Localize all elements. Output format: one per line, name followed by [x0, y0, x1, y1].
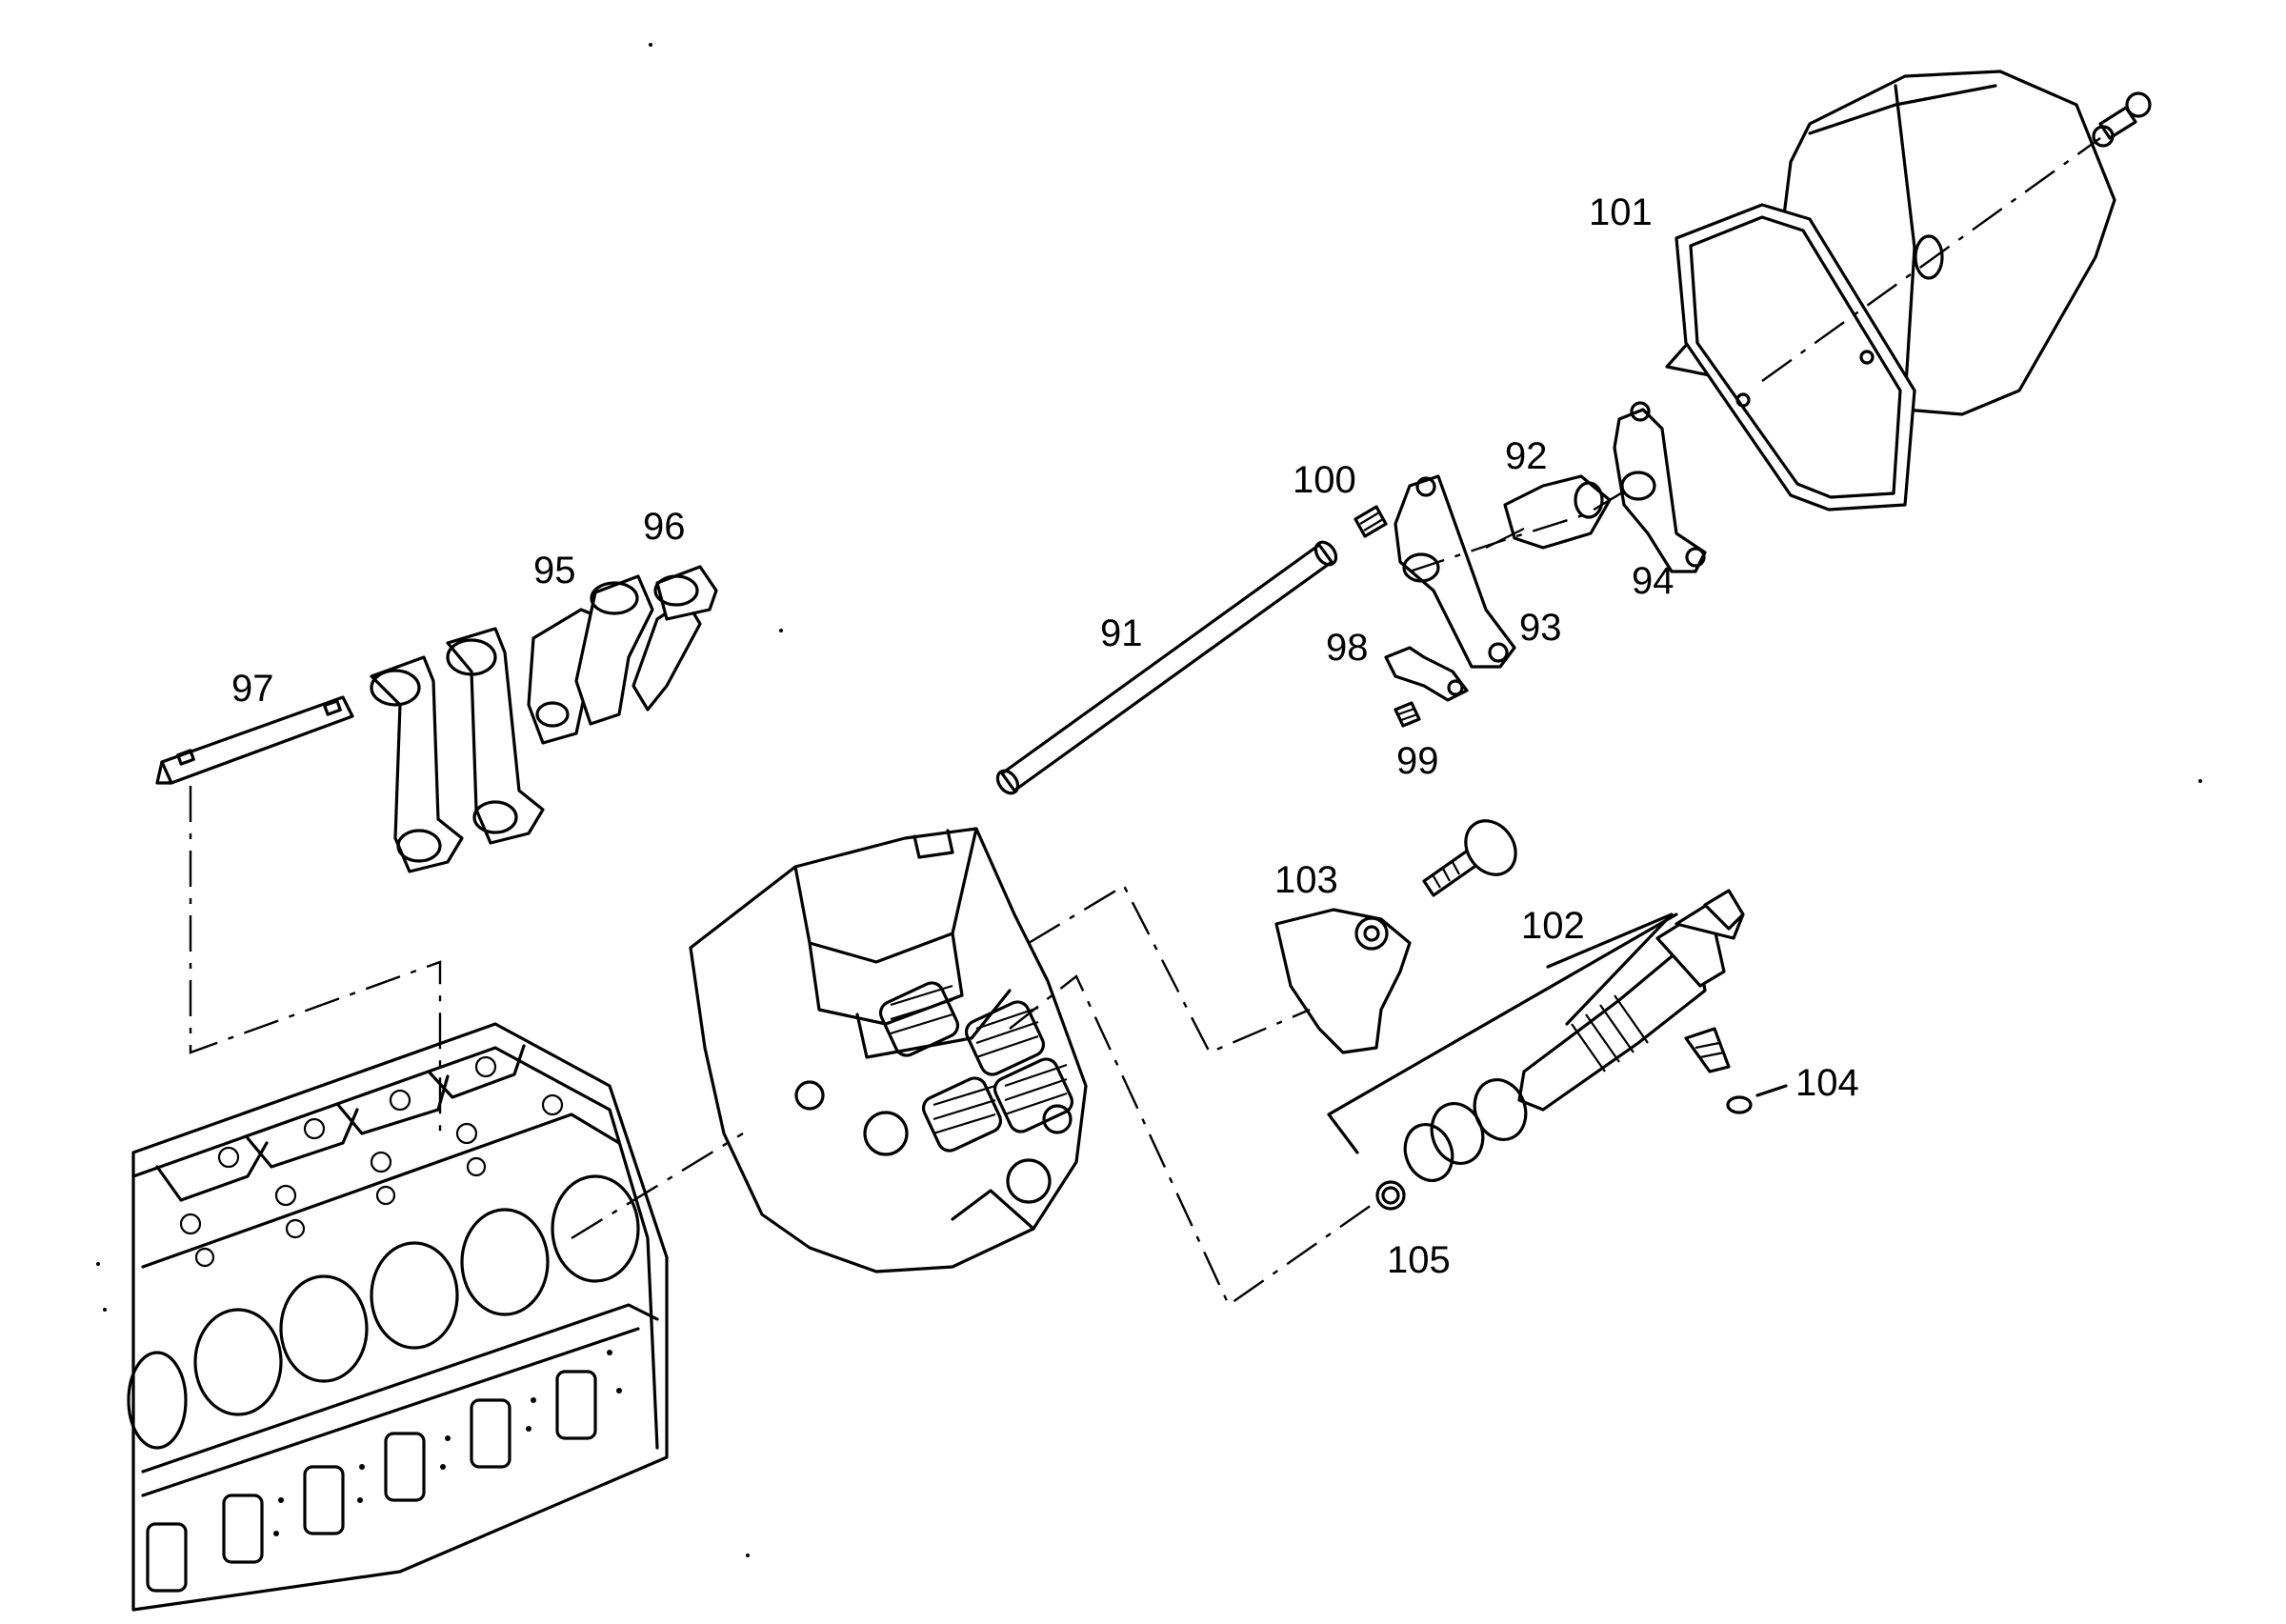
callout-labels: 91 92 93 94 95 96 97 98 99 100 101 102 1… — [231, 191, 1859, 1281]
callout-102: 102 — [1521, 905, 1585, 947]
callout-104: 104 — [1795, 1062, 1859, 1104]
callout-98: 98 — [1326, 627, 1369, 669]
callout-96: 96 — [643, 506, 686, 548]
callout-91: 91 — [1100, 612, 1143, 654]
scan-specks — [96, 43, 2202, 1557]
engine-block — [127, 1022, 669, 1612]
push-rod — [995, 540, 1338, 795]
callout-100: 100 — [1293, 459, 1356, 501]
assembly-lines — [189, 137, 2101, 1307]
callout-92: 92 — [1505, 435, 1548, 477]
callout-97: 97 — [231, 668, 274, 710]
callout-95: 95 — [533, 550, 576, 591]
cylinder-head — [689, 827, 1088, 1273]
callout-103: 103 — [1274, 859, 1338, 901]
clamp-bolt — [1422, 819, 1517, 897]
rocker-shaft — [155, 695, 354, 785]
injector — [1517, 889, 1745, 1112]
injector-clamp — [1274, 908, 1412, 1054]
rocker-arms-left — [370, 565, 718, 873]
callout-leaders — [1327, 912, 1788, 1154]
callout-105: 105 — [1387, 1239, 1451, 1281]
injector-seals — [1375, 1078, 1753, 1211]
rocker-bracket-group — [1354, 401, 1707, 728]
cover-bolt — [2092, 91, 2152, 148]
rocker-cover — [1665, 70, 2116, 511]
callout-101: 101 — [1589, 191, 1653, 233]
callout-94: 94 — [1632, 560, 1674, 602]
callout-93: 93 — [1519, 607, 1562, 649]
callout-99: 99 — [1396, 740, 1439, 782]
